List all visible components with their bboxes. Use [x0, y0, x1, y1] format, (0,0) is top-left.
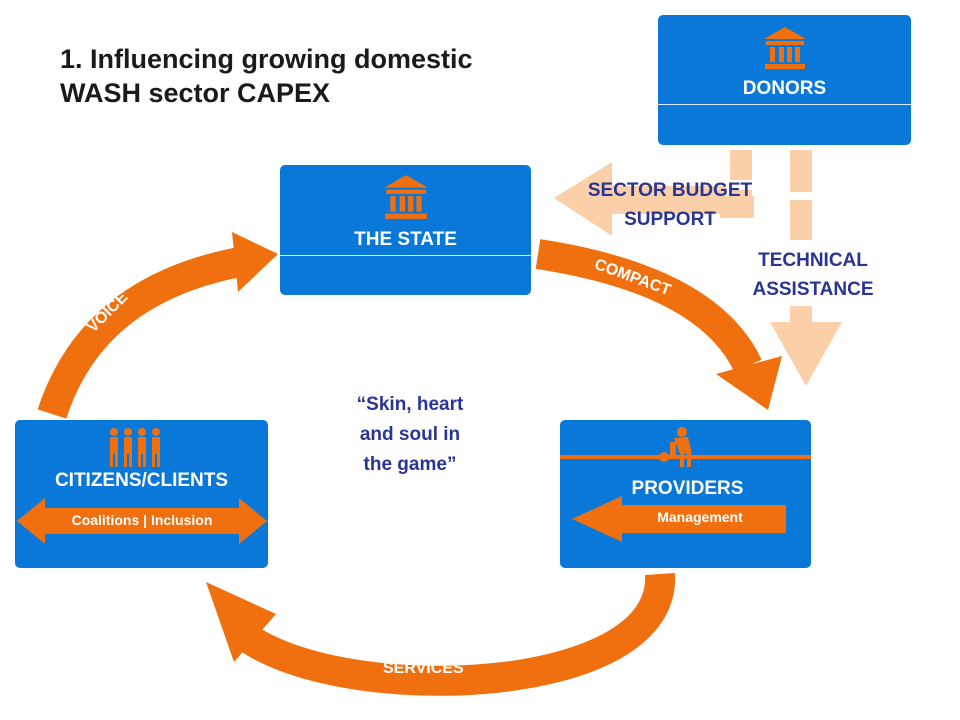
citizens-card: CITIZENS/CLIENTS Coalitions | Inclusion: [15, 420, 268, 568]
citizens-label: CITIZENS/CLIENTS: [54, 470, 229, 491]
services-label: SERVICES: [383, 660, 464, 677]
institution-icon: [384, 175, 428, 219]
page-title: 1. Influencing growing domestic WASH sec…: [60, 42, 473, 110]
state-divider: [280, 255, 531, 256]
quote-line-1: “Skin, heart: [356, 394, 464, 415]
quote-line-2: and soul in: [359, 424, 461, 445]
technical-assistance-line-2: ASSISTANCE: [752, 279, 874, 300]
sector-budget-support-line-1: SECTOR BUDGET: [587, 180, 753, 201]
people-icon: [110, 428, 160, 467]
donors-card: DONORS: [658, 15, 911, 145]
sector-budget-support-line-2: SUPPORT: [624, 209, 716, 230]
voice-arrow: [37, 232, 278, 419]
title-line-2: WASH sector CAPEX: [60, 78, 331, 108]
center-quote: “Skin, heart and soul in the game”: [320, 390, 500, 480]
state-label: THE STATE: [354, 229, 457, 250]
management-label: Management: [657, 509, 743, 525]
services-arrow: [206, 573, 676, 696]
providers-card: PROVIDERS Management: [560, 420, 811, 568]
providers-label: PROVIDERS: [631, 478, 744, 499]
coalitions-inclusion-arrow: [17, 498, 267, 544]
donors-label: DONORS: [742, 78, 827, 99]
sector-budget-support-label: SECTOR BUDGET SUPPORT: [552, 176, 788, 234]
title-line-1: 1. Influencing growing domestic: [60, 44, 473, 74]
donors-divider: [658, 104, 911, 105]
technical-assistance-line-1: TECHNICAL: [758, 250, 868, 271]
quote-line-3: the game”: [363, 454, 457, 475]
coalitions-inclusion-label: Coalitions | Inclusion: [71, 512, 213, 528]
compact-arrow: [535, 239, 782, 410]
institution-icon: [764, 27, 806, 69]
technical-assistance-label: TECHNICAL ASSISTANCE: [718, 246, 908, 304]
sector-budget-support-arrow: [554, 150, 754, 236]
state-card: THE STATE: [280, 165, 531, 295]
worker-pipe-icon: [560, 427, 811, 467]
technical-assistance-arrow: [770, 150, 842, 386]
management-arrow: [572, 496, 786, 542]
